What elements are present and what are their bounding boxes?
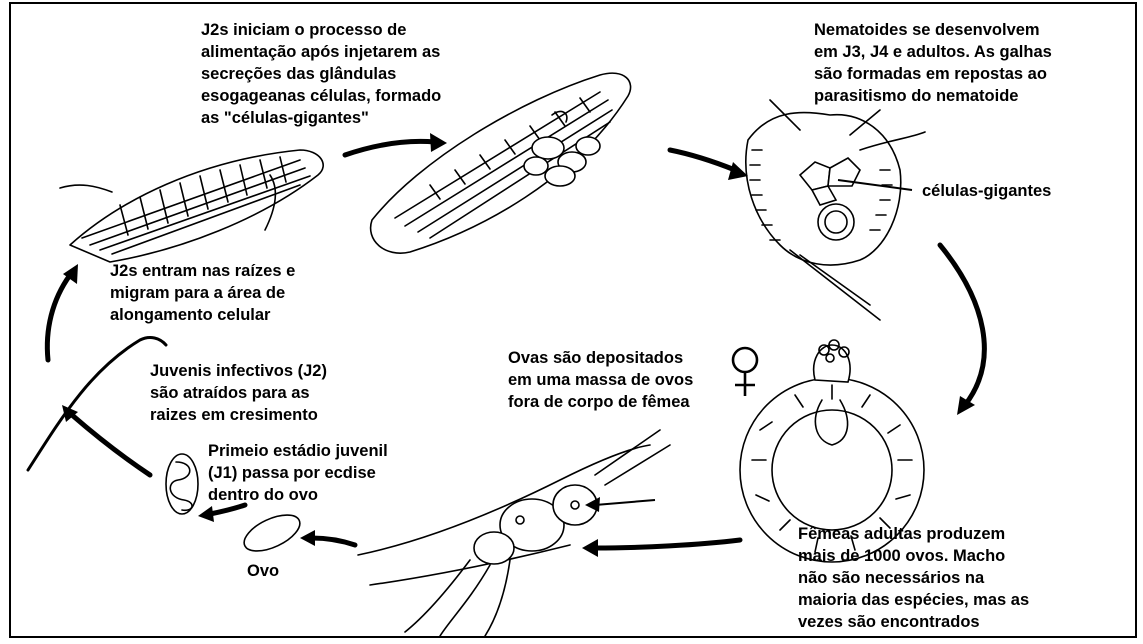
female-pointer-line <box>595 500 655 505</box>
root-entry-drawing <box>60 150 323 262</box>
label-egg: Ovo <box>247 560 279 582</box>
j1-egg-drawing <box>166 454 198 514</box>
label-eggs-deposited: Ovas são depositados em uma massa de ovo… <box>508 347 693 413</box>
label-enter-roots: J2s entram nas raízes e migram para a ár… <box>110 260 295 326</box>
gall-drawing <box>746 100 925 320</box>
adult-female-drawing <box>358 430 670 636</box>
label-development: Nematoides se desenvolvem em J3, J4 e ad… <box>814 19 1052 107</box>
label-feeding: J2s iniciam o processo de alimentação ap… <box>201 19 441 129</box>
label-infective-juveniles: Juvenis infectivos (J2) são atraídos par… <box>150 360 327 426</box>
female-symbol-icon <box>733 348 757 396</box>
label-first-stage: Primeio estádio juvenil (J1) passa por e… <box>208 440 388 506</box>
label-adult-females: Fêmeas adultas produzem mais de 1000 ovo… <box>798 523 1029 633</box>
label-giant-cells: células-gigantes <box>922 180 1051 202</box>
egg-drawing <box>239 508 305 559</box>
